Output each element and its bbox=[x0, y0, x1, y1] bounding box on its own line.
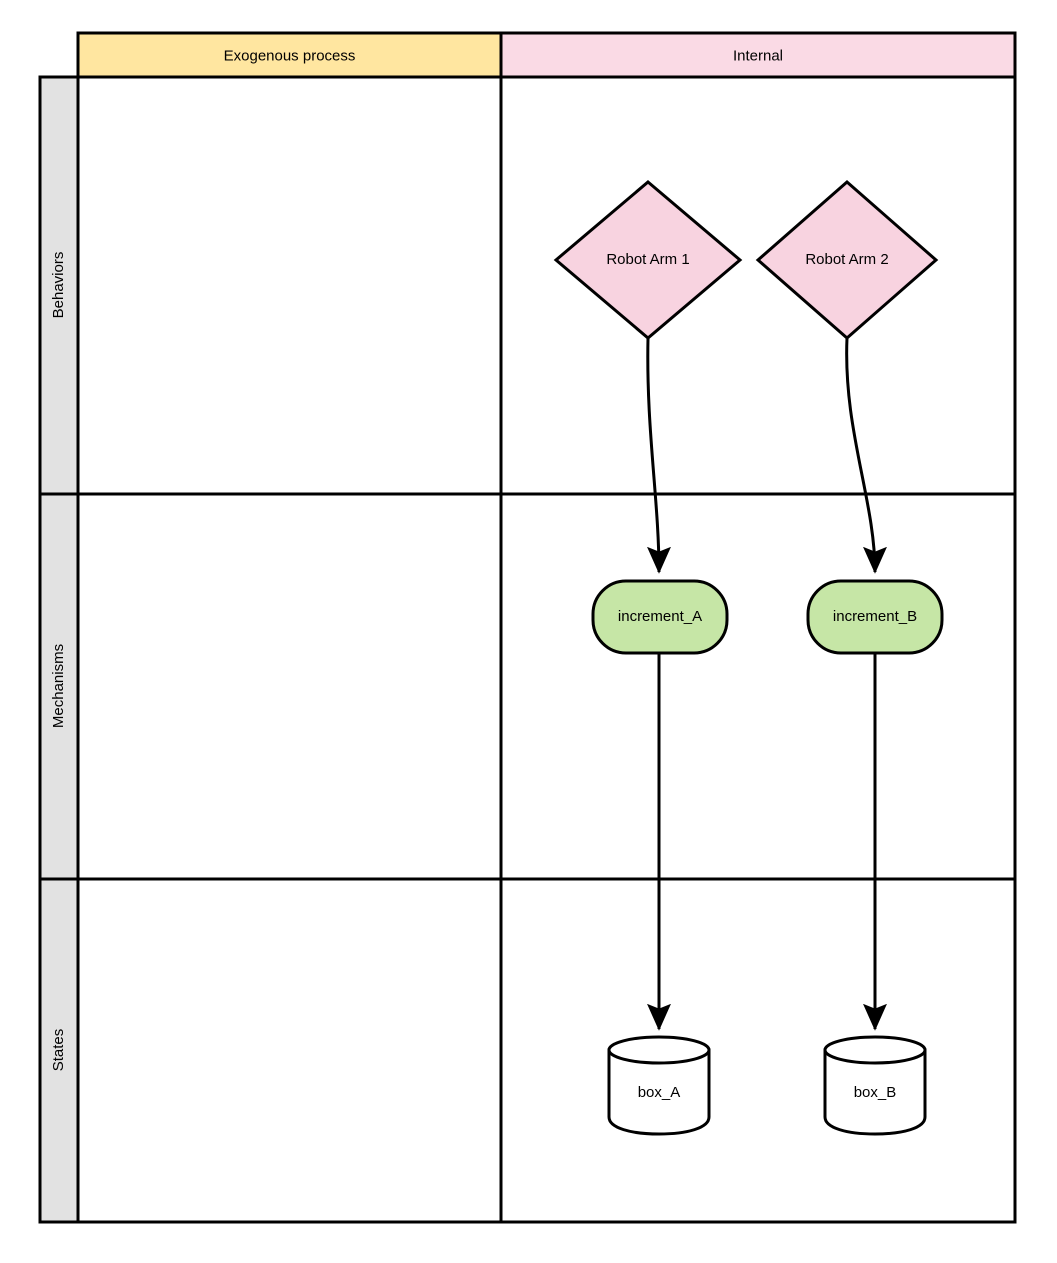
row-label-states: States bbox=[50, 1029, 67, 1072]
node-box-a[interactable]: box_A bbox=[607, 1035, 711, 1136]
node-box-b[interactable]: box_B bbox=[823, 1035, 927, 1136]
matrix-body-cells bbox=[76, 75, 1017, 1224]
edge-robot-arm-1-to-increment-a[interactable] bbox=[646, 337, 671, 574]
cylinder-top bbox=[607, 1035, 711, 1065]
row-label-column bbox=[38, 75, 80, 1224]
column-headers bbox=[76, 31, 1017, 79]
node-increment-a[interactable]: increment_A bbox=[591, 579, 729, 655]
node-robot-arm-2[interactable]: Robot Arm 2 bbox=[755, 180, 939, 340]
node-increment-b[interactable]: increment_B bbox=[806, 579, 944, 655]
cylinder-body bbox=[823, 1048, 927, 1136]
cylinder-top bbox=[823, 1035, 927, 1065]
row-label-behaviors: Behaviors bbox=[50, 252, 67, 319]
header-label-internal: Internal bbox=[733, 47, 783, 64]
diamond-shape bbox=[553, 180, 743, 340]
row-label-mechanisms: Mechanisms bbox=[50, 644, 67, 728]
connectors bbox=[646, 337, 887, 1031]
cylinder-body bbox=[607, 1048, 711, 1136]
header-label-exogenous: Exogenous process bbox=[224, 47, 356, 64]
rounded-rect-shape bbox=[591, 579, 729, 655]
rounded-rect-shape bbox=[806, 579, 944, 655]
row-label-bg-states bbox=[38, 877, 80, 1224]
node-label-box-a: box_A bbox=[638, 1084, 681, 1101]
cell-states-exogenous[interactable] bbox=[76, 877, 503, 1224]
node-label-increment-a: increment_A bbox=[618, 608, 702, 625]
cell-states-internal[interactable] bbox=[499, 877, 1017, 1224]
edge-robot-arm-2-to-increment-b[interactable] bbox=[845, 337, 887, 574]
cell-behaviors-exogenous[interactable] bbox=[76, 75, 503, 496]
node-label-box-b: box_B bbox=[854, 1084, 897, 1101]
cell-mechanisms-internal[interactable] bbox=[499, 492, 1017, 881]
diamond-shape bbox=[755, 180, 939, 340]
node-label-robot-arm-1: Robot Arm 1 bbox=[606, 251, 689, 268]
node-label-increment-b: increment_B bbox=[833, 608, 917, 625]
node-robot-arm-1[interactable]: Robot Arm 1 bbox=[553, 180, 743, 340]
node-label-robot-arm-2: Robot Arm 2 bbox=[805, 251, 888, 268]
cell-mechanisms-exogenous[interactable] bbox=[76, 492, 503, 881]
cell-behaviors-internal[interactable] bbox=[499, 75, 1017, 496]
